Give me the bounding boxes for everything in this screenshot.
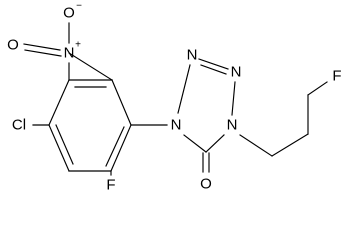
bond-c5-n1 <box>183 134 207 153</box>
carbonyl-group: O <box>200 152 212 193</box>
tetrazole-n2-label: N <box>187 47 198 64</box>
bond-ring-double-3 <box>55 124 74 165</box>
bond-n1-n2 <box>177 64 191 114</box>
ring-fluorine-substituent: F <box>106 170 116 194</box>
bond-n4-c1 <box>239 134 273 157</box>
bond-ring-c1-c2 <box>68 52 113 81</box>
bond-nitro-n-o-left-1 <box>23 43 61 51</box>
nitro-group: N + O − O <box>7 1 82 81</box>
bond-chain-c3-f <box>307 81 328 96</box>
bond-nitro-n-o-left-2 <box>24 49 62 57</box>
bond-ring-double-2 <box>105 126 125 167</box>
nitro-o-left-label: O <box>7 37 19 54</box>
bond-ring-c3-c4 <box>110 124 132 172</box>
nitro-n-label: N <box>64 45 75 62</box>
bond-n4-c5 <box>205 134 225 153</box>
tetrazole-n4-label: N <box>227 117 238 134</box>
tetrazolone-ring: N N N N <box>171 47 242 153</box>
bond-ring-c6-c1 <box>48 79 70 126</box>
carbonyl-o-label: O <box>200 176 212 193</box>
nitro-o-top-charge: − <box>76 1 82 12</box>
bond-n2-n3-2 <box>200 64 227 75</box>
bond-ring-c2-c3 <box>111 79 132 126</box>
tetrazole-n3-label: N <box>231 64 242 81</box>
fluoropropyl-chain: F <box>239 68 342 157</box>
benzene-ring <box>48 52 132 172</box>
bond-n2-n3-1 <box>198 58 229 70</box>
nitro-n-charge: + <box>75 40 81 51</box>
fluorine-ring-label: F <box>106 177 115 194</box>
molecule-structure-diagram: N + O − O Cl F N N N N O <box>7 1 342 194</box>
chlorine-substituent: Cl <box>12 117 50 134</box>
bond-n3-n4 <box>231 81 236 116</box>
fluorine-chain-label: F <box>332 68 341 85</box>
bond-chain-c1-c2 <box>271 133 309 157</box>
nitro-o-top-label: O <box>63 5 75 22</box>
tetrazole-n1-label: N <box>171 117 182 134</box>
bond-ring-c5-c6 <box>48 124 70 172</box>
chlorine-label: Cl <box>12 117 26 134</box>
